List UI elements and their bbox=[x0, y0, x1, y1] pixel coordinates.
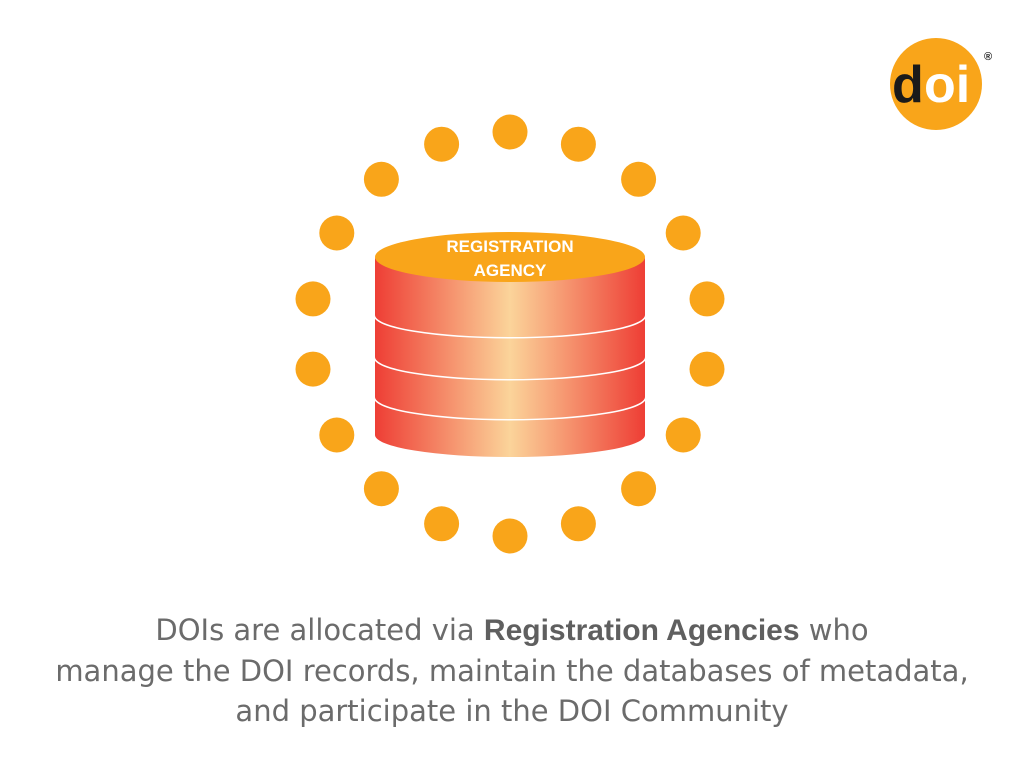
disk-side bbox=[375, 357, 645, 419]
agency-dot bbox=[363, 471, 399, 507]
agency-dot bbox=[621, 161, 657, 197]
registration-agency-label-line2: AGENCY bbox=[474, 261, 547, 280]
disk-side bbox=[375, 315, 645, 379]
registered-trademark-mark: ® bbox=[984, 51, 992, 63]
caption-line-2: manage the DOI records, maintain the dat… bbox=[55, 654, 969, 688]
doi-logo-letters-oi: oi bbox=[924, 56, 970, 114]
agency-dot bbox=[363, 161, 399, 197]
disk-side bbox=[375, 397, 645, 457]
agency-dot bbox=[492, 518, 528, 554]
agency-dot bbox=[424, 126, 460, 162]
caption-line-1: DOIs are allocated via Registration Agen… bbox=[0, 610, 1024, 651]
doi-logo-letter-d: d bbox=[892, 56, 924, 114]
doi-logo: d oi ® bbox=[890, 38, 992, 130]
database-cylinder: REGISTRATION AGENCY bbox=[373, 232, 647, 457]
caption: DOIs are allocated via Registration Agen… bbox=[0, 610, 1024, 731]
registration-agency-label-line1: REGISTRATION bbox=[446, 237, 573, 256]
doi-logo-circle bbox=[890, 38, 982, 130]
agency-dot bbox=[295, 351, 331, 387]
agency-dot bbox=[560, 506, 596, 542]
agency-dot bbox=[665, 215, 701, 251]
agency-dot bbox=[295, 281, 331, 317]
agency-dot-ring bbox=[295, 114, 725, 554]
agency-dot bbox=[665, 417, 701, 453]
agency-dot bbox=[560, 126, 596, 162]
agency-dot bbox=[424, 506, 460, 542]
caption-line-3: and participate in the DOI Community bbox=[235, 694, 789, 728]
agency-dot bbox=[621, 471, 657, 507]
registration-agency-diagram: REGISTRATION AGENCY bbox=[295, 114, 725, 554]
agency-dot bbox=[689, 351, 725, 387]
cylinder-top bbox=[375, 232, 645, 282]
agency-dot bbox=[492, 114, 528, 150]
caption-line-1-end: who bbox=[799, 613, 869, 647]
agency-dot bbox=[689, 281, 725, 317]
agency-dot bbox=[319, 215, 355, 251]
caption-line-1-start: DOIs are allocated via bbox=[155, 613, 484, 647]
agency-dot bbox=[319, 417, 355, 453]
caption-emphasis-registration-agencies: Registration Agencies bbox=[483, 614, 800, 647]
